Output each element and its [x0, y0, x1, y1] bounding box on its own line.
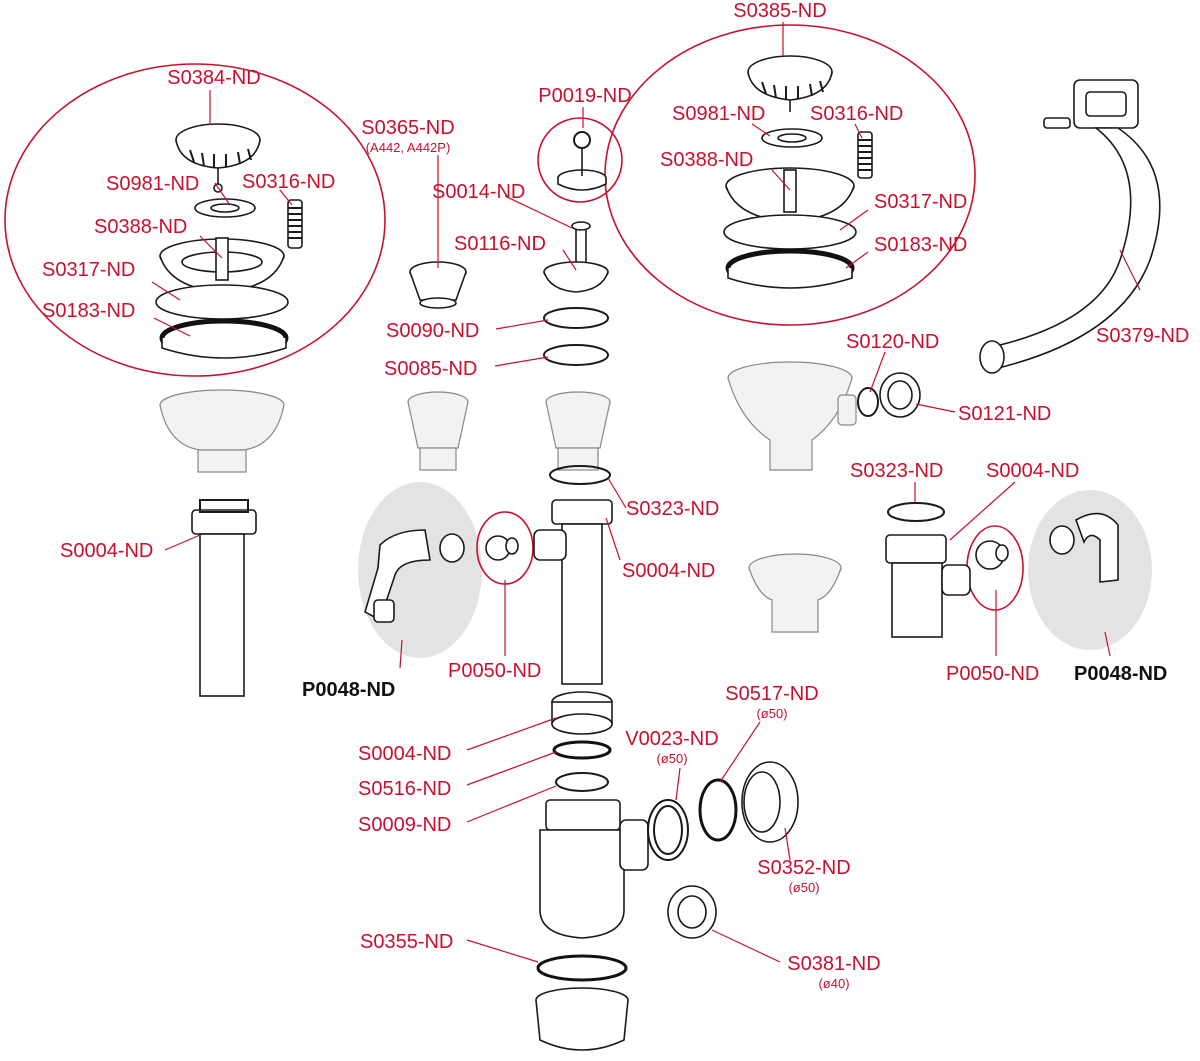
label-s0004-left: S0004-ND — [60, 540, 153, 562]
label-s0516: S0516-ND — [358, 778, 451, 800]
left-basket-strainer — [175, 123, 261, 193]
label-s0365: S0365-ND — [361, 117, 454, 139]
label-s0388-left: S0388-ND — [94, 216, 187, 238]
leader-lines — [151, 22, 1141, 963]
left-p0050-cap — [485, 535, 519, 561]
s0323-mid-ring — [549, 465, 611, 485]
s0381-reducer — [667, 885, 717, 939]
label-s0384: S0384-ND — [167, 67, 260, 89]
label-s0183-left: S0183-ND — [42, 300, 135, 322]
label-p0048-left: P0048-ND — [302, 679, 395, 701]
s0355-ring — [536, 954, 628, 982]
left-sink-body — [159, 389, 285, 473]
middle-left-body — [407, 391, 469, 471]
label-s0517: S0517-ND — [725, 683, 818, 705]
right-p0050-cap — [975, 540, 1009, 570]
label-s0352: S0352-ND — [757, 857, 850, 879]
right-flat-washer — [723, 214, 857, 250]
label-s0004-low: S0004-ND — [358, 743, 451, 765]
label-v0023-sub: (ø50) — [656, 751, 687, 766]
s0085-washer — [543, 344, 609, 366]
label-s0323-mid: S0323-ND — [626, 498, 719, 520]
s0004-low-nut — [551, 691, 613, 735]
label-p0019: P0019-ND — [538, 85, 631, 107]
label-s0004-mid: S0004-ND — [622, 560, 715, 582]
label-s0183-right: S0183-ND — [874, 234, 967, 256]
label-p0048-right: P0048-ND — [1074, 663, 1167, 685]
p0019-plug — [557, 131, 607, 191]
overflow-hose — [979, 79, 1161, 374]
label-s0121: S0121-ND — [958, 403, 1051, 425]
left-thick-gasket — [159, 318, 289, 359]
left-strainer-body — [159, 237, 285, 293]
plug-group-outline — [537, 117, 623, 203]
label-s0316-left: S0316-ND — [242, 171, 335, 193]
s0009-ring — [555, 772, 609, 792]
label-s0355: S0355-ND — [360, 931, 453, 953]
label-s0090: S0090-ND — [386, 320, 479, 342]
right-elbow — [1049, 512, 1119, 583]
right-upper-body — [727, 361, 857, 471]
right-strainer-body — [725, 167, 855, 223]
label-p0050-left: P0050-ND — [448, 660, 541, 682]
s0120-ring — [857, 387, 879, 417]
label-s0116: S0116-ND — [454, 233, 546, 255]
s0121-nut — [879, 372, 921, 418]
label-s0981-right: S0981-ND — [672, 103, 765, 125]
label-s0317-right: S0317-ND — [874, 191, 967, 213]
left-strainer-group-outline — [4, 63, 386, 377]
s0517-ring — [698, 778, 738, 842]
left-flat-washer — [155, 284, 289, 320]
right-tee — [885, 534, 971, 638]
s0365-strainer-cup — [409, 261, 467, 309]
right-bolt — [857, 131, 873, 179]
label-s0381: S0381-ND — [787, 953, 880, 975]
s0116-flange — [543, 261, 609, 293]
label-s0120: S0120-ND — [846, 331, 939, 353]
label-s0981-left: S0981-ND — [106, 173, 199, 195]
label-s0317-left: S0317-ND — [42, 259, 135, 281]
trap-bottom-cup — [535, 987, 629, 1051]
label-s0517-sub: (ø50) — [756, 706, 787, 721]
label-s0323-right: S0323-ND — [850, 460, 943, 482]
v0023-washer — [647, 799, 689, 861]
label-s0365-sub: (A442, A442P) — [366, 140, 451, 155]
bottle-trap-body — [539, 799, 649, 939]
left-elbow-hose — [364, 529, 465, 623]
label-s0085: S0085-ND — [384, 358, 477, 380]
label-s0009: S0009-ND — [358, 814, 451, 836]
label-s0352-sub: (ø50) — [788, 880, 819, 895]
right-small-washer — [761, 128, 823, 148]
middle-tee-pipe — [533, 499, 613, 685]
s0090-washer — [543, 307, 609, 329]
label-s0381-sub: (ø40) — [818, 976, 849, 991]
right-thick-gasket — [725, 248, 855, 289]
label-s0379: S0379-ND — [1096, 325, 1189, 347]
label-s0388-right: S0388-ND — [660, 149, 753, 171]
s0516-ring — [552, 740, 612, 760]
left-tailpiece-tube — [191, 499, 257, 697]
right-basket-strainer — [747, 55, 833, 112]
label-s0316-right: S0316-ND — [810, 103, 903, 125]
label-s0385: S0385-ND — [733, 0, 826, 22]
left-bolt — [287, 199, 303, 249]
left-small-washer — [194, 198, 256, 218]
label-v0023: V0023-ND — [625, 728, 718, 750]
label-s0014: S0014-ND — [432, 181, 525, 203]
s0352-nut — [741, 761, 799, 843]
middle-right-body — [545, 391, 611, 471]
s0323-right-ring — [887, 502, 945, 522]
label-s0004-right: S0004-ND — [986, 460, 1079, 482]
right-lower-body — [748, 553, 842, 633]
label-p0050-right: P0050-ND — [946, 663, 1039, 685]
